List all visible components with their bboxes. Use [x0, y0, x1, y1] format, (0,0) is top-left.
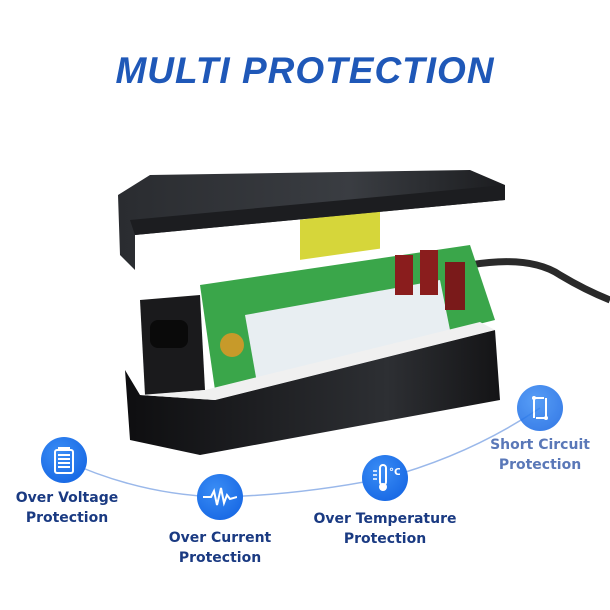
- label-line: Protection: [25, 510, 109, 526]
- feature-label-short-circuit: Short Circuit Protection: [460, 435, 610, 475]
- capacitor: [420, 250, 438, 295]
- label-line: Over Current: [168, 530, 272, 546]
- cable: [469, 258, 610, 304]
- coil: [220, 333, 244, 357]
- feature-label-over-current: Over Current Protection: [140, 528, 300, 568]
- short-circuit-icon: [517, 385, 563, 431]
- ac-socket: [150, 320, 188, 348]
- adapter-base: [125, 330, 500, 455]
- capacitor: [395, 255, 413, 295]
- feature-label-over-temperature: Over Temperature Protection: [305, 509, 465, 549]
- thermometer-icon: °C: [362, 455, 408, 501]
- feature-label-over-voltage: Over Voltage Protection: [0, 488, 147, 528]
- waveform-icon: [197, 474, 243, 520]
- label-line: Over Temperature: [313, 511, 457, 527]
- label-line: Protection: [498, 457, 582, 473]
- label-line: Protection: [343, 531, 427, 547]
- page-title: MULTI PROTECTION: [115, 50, 495, 91]
- capacitor: [445, 262, 465, 310]
- connector-line: [63, 407, 541, 498]
- svg-text:°C: °C: [389, 467, 400, 478]
- label-line: Short Circuit: [490, 437, 590, 453]
- label-line: Protection: [178, 550, 262, 566]
- label-line: Over Voltage: [15, 490, 119, 506]
- battery-icon: [41, 437, 87, 483]
- transformer: [300, 208, 380, 260]
